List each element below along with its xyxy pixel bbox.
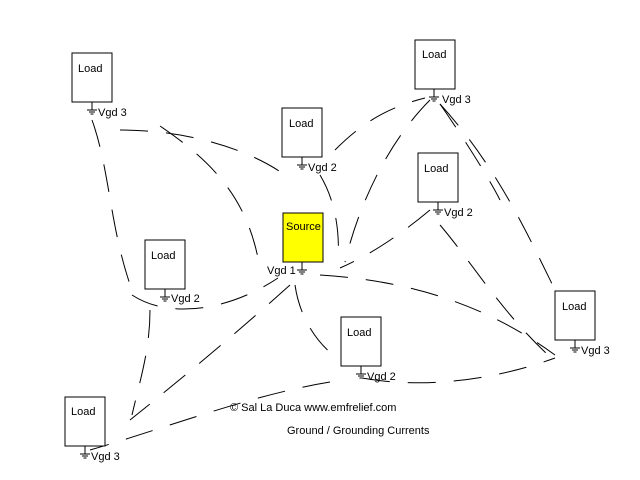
ground-voltage-label: Vgd 3 — [91, 451, 120, 463]
ground-icon — [429, 89, 439, 102]
load-label: Load — [562, 301, 586, 313]
ground-icon — [297, 262, 307, 275]
load-box — [414, 39, 456, 90]
path-rightmid-to-source — [339, 209, 431, 269]
path-bottomcenter-to-bottomleft — [89, 381, 331, 451]
load-box — [417, 152, 459, 203]
ground-voltage-label: Vgd 3 — [98, 107, 127, 119]
ground-voltage-label: Vgd 2 — [444, 207, 473, 219]
ground-current-paths — [89, 97, 561, 451]
path-rightmid-to-farright — [439, 224, 549, 356]
load-label: Load — [78, 63, 102, 75]
credit-text: © Sal La Duca www.emfrelief.com — [230, 402, 396, 414]
path-tl-to-leftmid — [91, 119, 133, 291]
path-leftmid-to-bottomleft — [131, 309, 151, 416]
ground-voltage-label: Vgd 3 — [581, 345, 610, 357]
source-box — [282, 212, 324, 263]
ground-voltage-label: Vgd 2 — [367, 371, 396, 383]
load-label: Load — [289, 118, 313, 130]
load-box — [64, 396, 106, 447]
path-leftmid-to-source — [131, 277, 279, 310]
load-label: Load — [151, 250, 175, 262]
load-box — [554, 290, 596, 341]
load-label: Load — [424, 163, 448, 175]
load-label: Load — [347, 327, 371, 339]
path-tl-to-midtop — [119, 129, 286, 176]
path-tl-to-source — [159, 125, 259, 259]
ground-icon — [297, 157, 307, 170]
path-topright-to-rightmid — [439, 103, 501, 201]
ground-icon — [87, 102, 97, 115]
load-label: Load — [422, 49, 446, 61]
ground-voltage-label: Vgd 1 — [267, 265, 296, 277]
ground-voltage-label: Vgd 3 — [442, 94, 471, 106]
path-topright-to-source — [344, 99, 431, 263]
path-source-to-bottomcenter — [294, 284, 349, 366]
path-bottomcenter-to-farright — [361, 357, 556, 384]
path-source-to-bottomleft — [129, 284, 291, 421]
load-label: Load — [71, 406, 95, 418]
ground-icon — [433, 202, 443, 215]
source-label: Source — [286, 221, 321, 233]
load-box — [340, 316, 382, 367]
path-topright-to-farright — [439, 103, 561, 301]
ground-icon — [160, 289, 170, 302]
ground-icon — [356, 366, 366, 379]
ground-voltage-label: Vgd 2 — [308, 162, 337, 174]
ground-icon — [570, 340, 580, 353]
load-box — [71, 52, 113, 103]
load-box — [281, 107, 323, 158]
ground-icon — [80, 446, 90, 459]
ground-voltage-label: Vgd 2 — [171, 293, 200, 305]
caption-text: Ground / Grounding Currents — [287, 425, 430, 437]
path-midtop-to-source — [319, 174, 339, 263]
path-midtop-to-topright — [334, 97, 426, 151]
load-box — [144, 239, 186, 290]
